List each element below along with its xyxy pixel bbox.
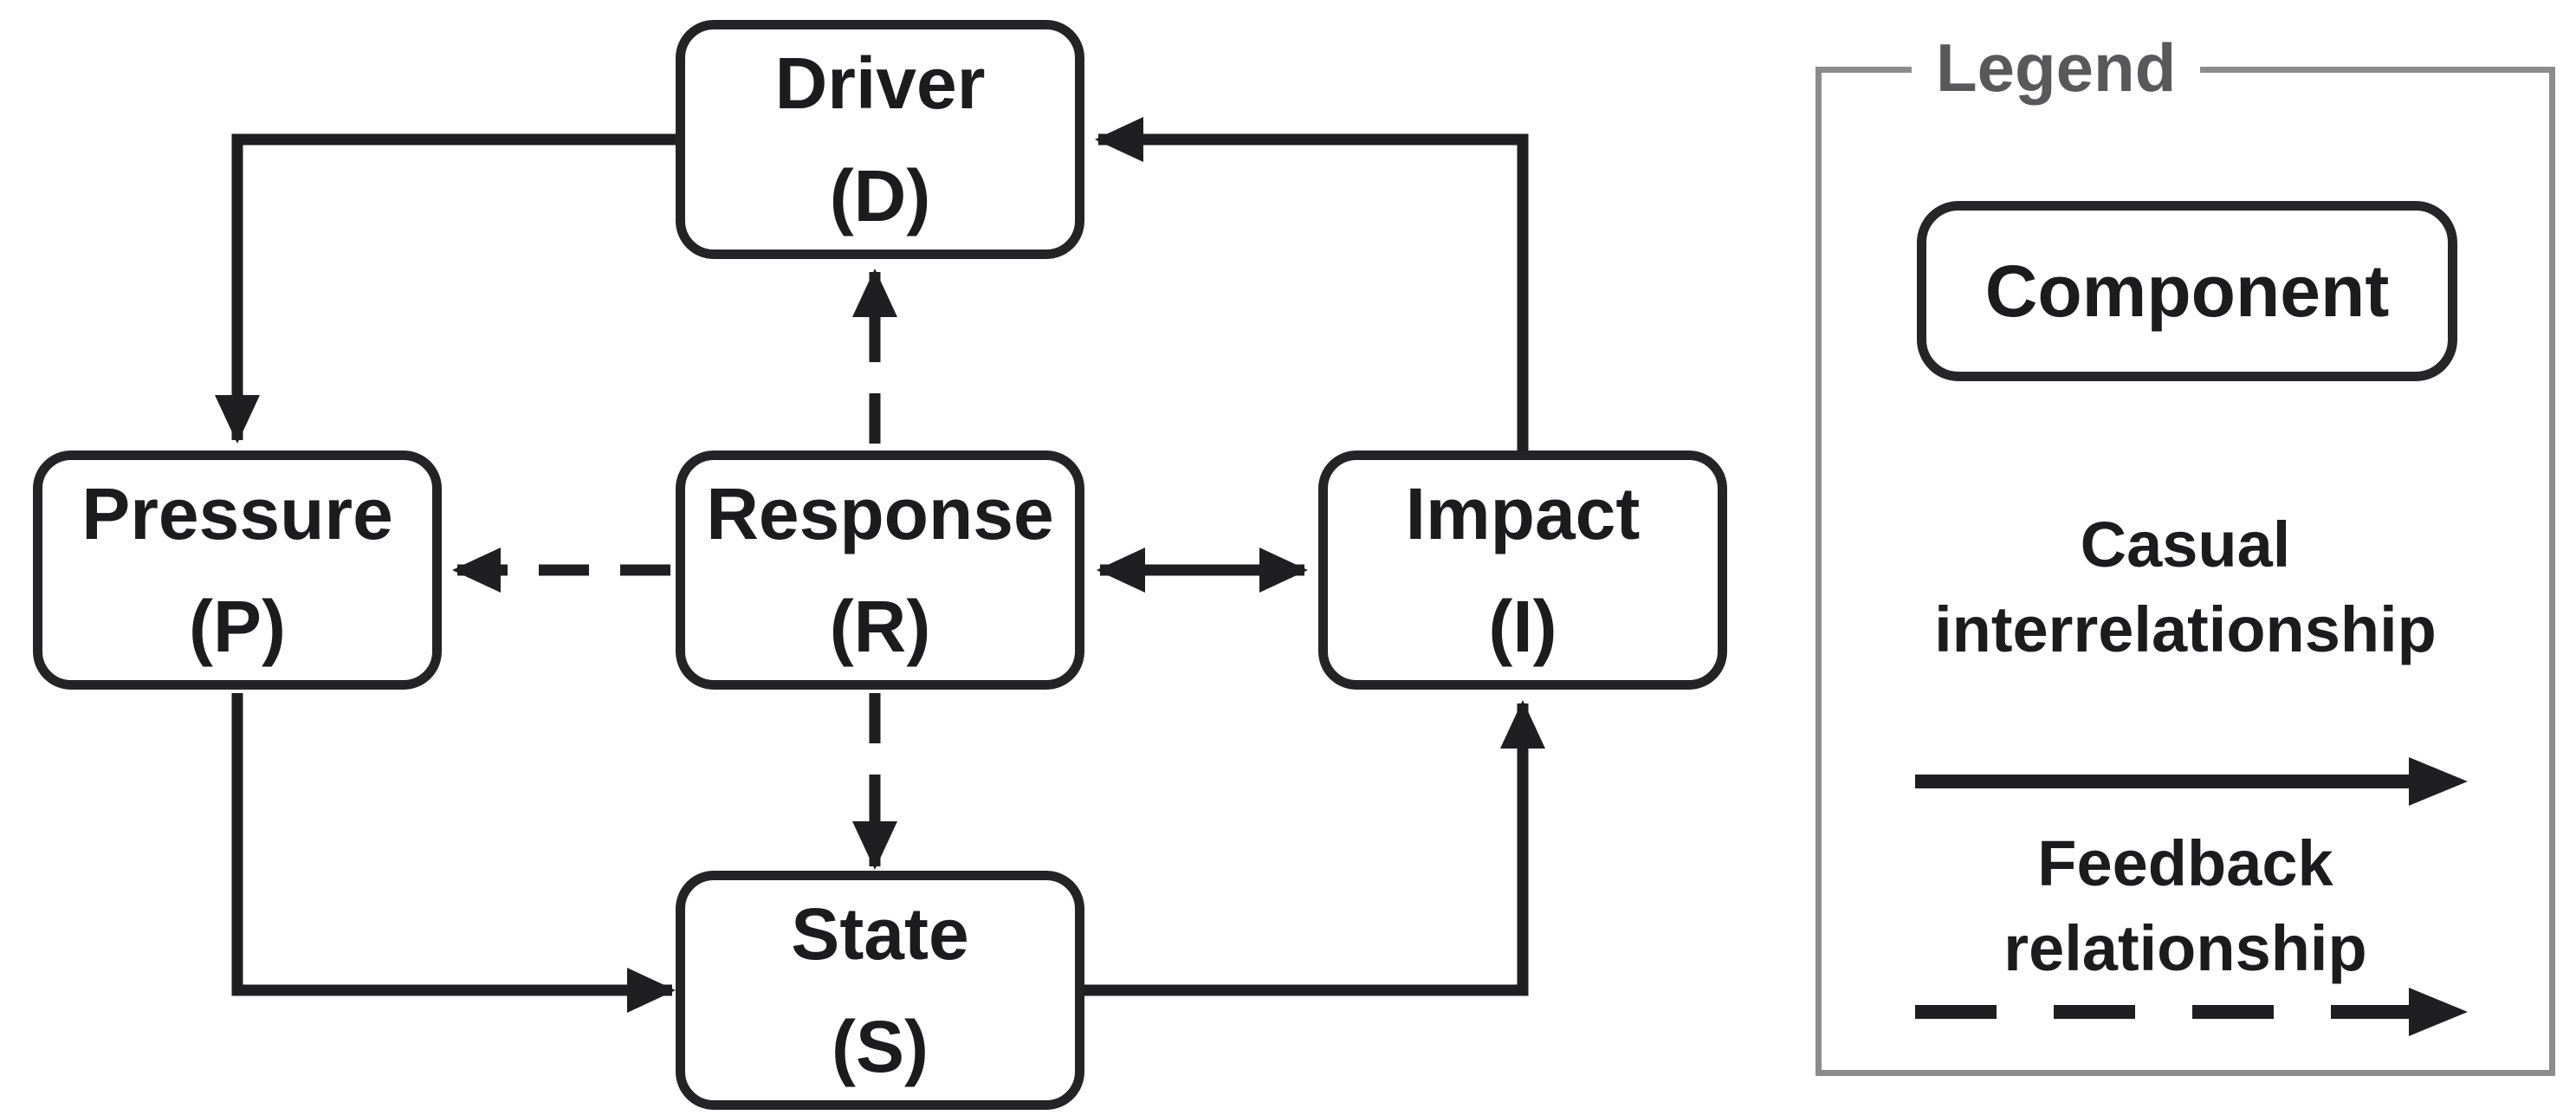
node-response: Response (R) [676, 451, 1084, 690]
node-driver-abbr: (D) [829, 155, 931, 237]
node-pressure: Pressure (P) [33, 451, 442, 690]
node-response-abbr: (R) [829, 586, 931, 667]
arrow-impact-to-driver [1095, 117, 1529, 452]
node-response-label: Response [706, 472, 1054, 554]
legend-casual-line2: interrelationship [1934, 593, 2437, 665]
arrow-pressure-to-state [231, 693, 676, 1013]
node-pressure-abbr: (P) [189, 586, 286, 667]
legend-casual-label: Casual interrelationship [1822, 502, 2549, 671]
legend-dashed-arrow-icon [1915, 988, 2468, 1036]
legend-solid-arrow-icon [1915, 757, 2468, 806]
node-impact: Impact (I) [1318, 451, 1727, 690]
legend-casual-line1: Casual [2080, 509, 2291, 580]
arrow-state-to-impact [1084, 700, 1545, 996]
node-impact-label: Impact [1405, 472, 1641, 554]
legend-feedback-label: Feedback relationship [1822, 821, 2549, 990]
legend-feedback-line1: Feedback [2037, 827, 2333, 899]
node-state: State (S) [676, 871, 1084, 1110]
node-pressure-label: Pressure [81, 472, 393, 554]
legend-panel: Legend Component Casual interrelationshi… [1815, 28, 2555, 1076]
node-impact-abbr: (I) [1488, 586, 1557, 667]
node-state-abbr: (S) [832, 1006, 929, 1087]
node-state-label: State [791, 892, 969, 975]
legend-feedback-line2: relationship [2003, 911, 2367, 984]
legend-component-sample: Component [1917, 201, 2457, 381]
node-driver-label: Driver [774, 42, 986, 124]
legend-title: Legend [1912, 28, 2201, 109]
legend-component-label: Component [1984, 250, 2390, 332]
node-driver: Driver (D) [676, 20, 1084, 259]
